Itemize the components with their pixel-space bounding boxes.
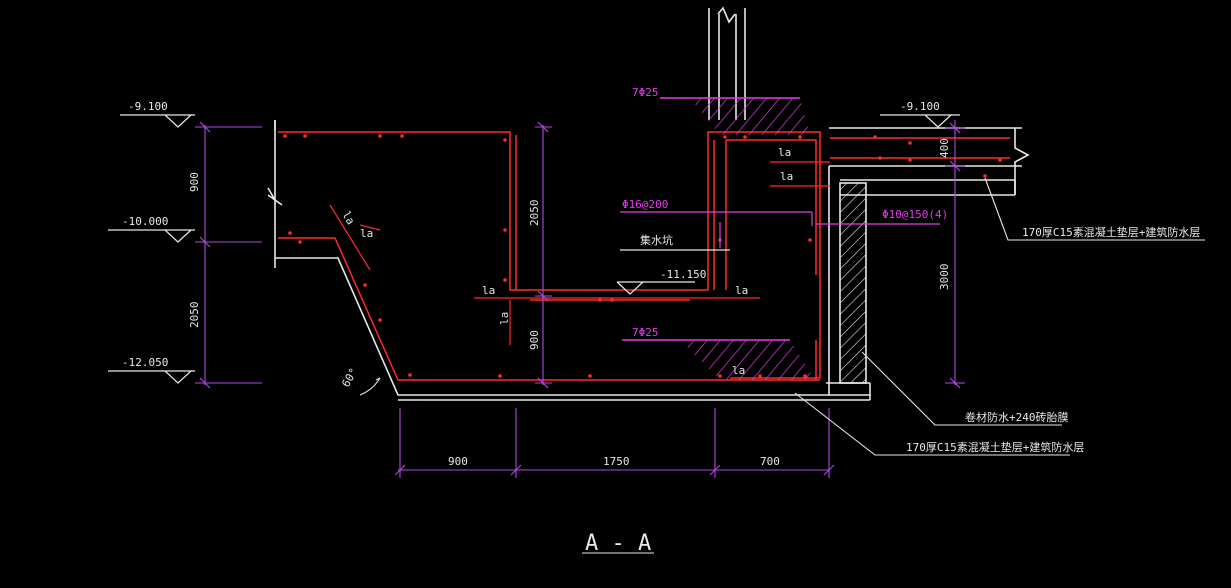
rebar-label-pit-wall: Φ16@200 — [622, 198, 668, 211]
elevation-mid-left: -10.000 — [122, 215, 168, 228]
rebar-label-stirrup: Φ10@150(4) — [882, 208, 948, 221]
dim-bottom-2: 1750 — [603, 455, 630, 468]
rebar-zone-bottom — [622, 339, 815, 380]
section-title: A - A — [585, 531, 651, 556]
dim-pit-depth: 2050 — [528, 200, 541, 227]
dim-slab-thickness: 400 — [938, 138, 951, 158]
anchor-label-1: la — [360, 227, 373, 240]
rebar-lines — [278, 131, 1010, 381]
elevation-top-right: -9.100 — [900, 100, 940, 113]
note-cushion-bottom: 170厚C15素混凝土垫层+建筑防水层 — [906, 440, 1084, 454]
dim-bottom-3: 700 — [760, 455, 780, 468]
dim-mid-lower: 900 — [528, 330, 541, 350]
dim-bottom-1: 900 — [448, 455, 468, 468]
rebar-dots — [283, 134, 1002, 378]
anchor-label-6: la — [778, 146, 791, 159]
anchor-lines — [329, 161, 830, 345]
dim-right-height: 3000 — [938, 264, 951, 291]
note-slope-angle: 60° — [339, 366, 360, 390]
rebar-zone-top — [660, 97, 810, 135]
dim-left-lower: 2050 — [188, 302, 201, 329]
elevation-pit-bottom: -11.150 — [660, 268, 706, 281]
note-sump-pit: 集水坑 — [640, 233, 673, 247]
note-leaders — [359, 177, 1205, 554]
elevation-bottom-left: -12.050 — [122, 356, 168, 369]
anchor-label-2: la — [339, 209, 357, 227]
anchor-label-7: la — [780, 170, 793, 183]
anchor-label-5: la — [735, 284, 748, 297]
dim-left-upper: 900 — [188, 172, 201, 192]
dimension-lines — [195, 120, 965, 478]
elevation-top-left: -9.100 — [128, 100, 168, 113]
anchor-label-3: la — [482, 284, 495, 297]
brick-wall-hatch — [840, 183, 866, 383]
note-cushion-top: 170厚C15素混凝土垫层+建筑防水层 — [1022, 225, 1200, 239]
anchor-label-4: la — [498, 312, 511, 325]
elevation-markers — [108, 114, 960, 384]
note-brick-wall: 卷材防水+240砖胎膜 — [965, 410, 1069, 424]
anchor-label-8: la — [732, 364, 745, 377]
rebar-label-top: 7Φ25 — [632, 86, 659, 99]
annotation-leaders — [620, 211, 940, 248]
rebar-label-bottom: 7Φ25 — [632, 326, 659, 339]
